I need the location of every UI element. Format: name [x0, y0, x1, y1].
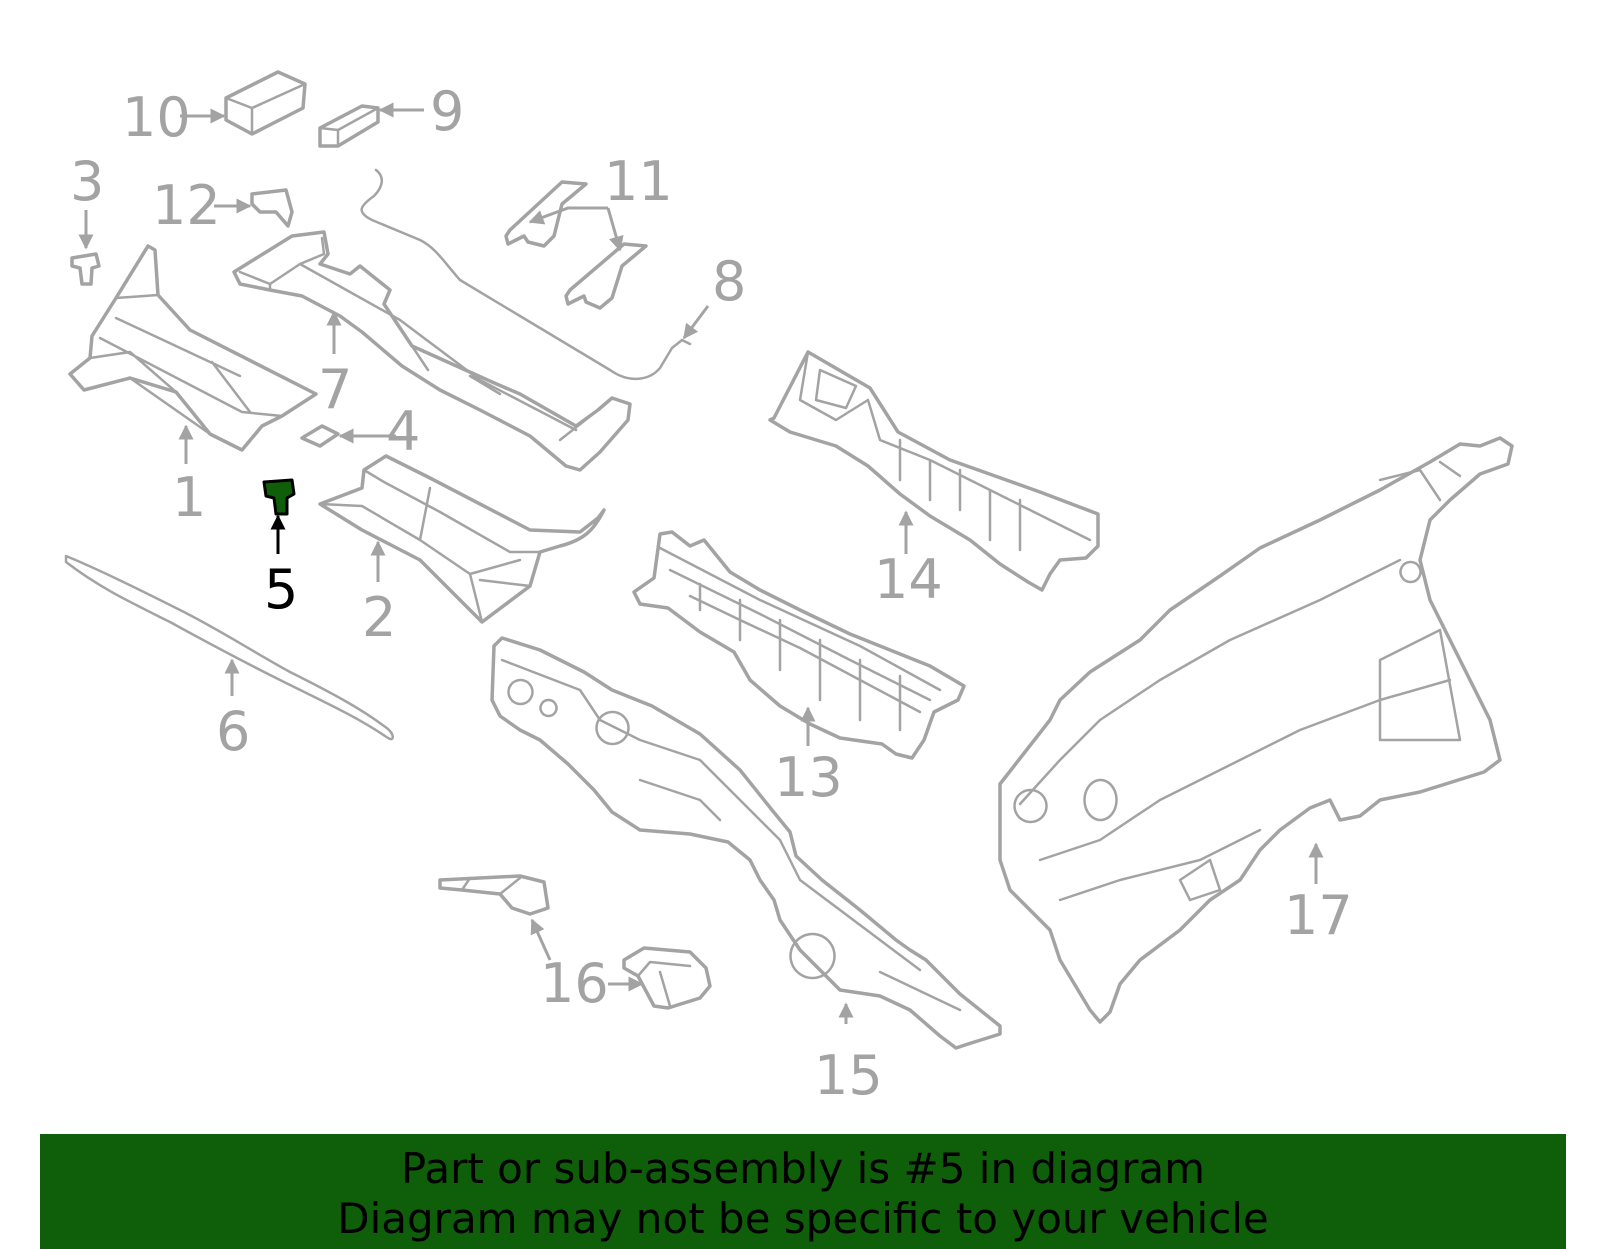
part-7[interactable]: [232, 230, 632, 472]
info-banner: Part or sub-assembly is #5 in diagram Di…: [40, 1134, 1566, 1249]
part-6[interactable]: [64, 554, 394, 741]
part-17[interactable]: [998, 436, 1514, 1024]
part-10[interactable]: [224, 70, 307, 136]
part-11-lower[interactable]: [564, 242, 648, 310]
callout-17[interactable]: 17: [1284, 884, 1353, 947]
callout-14[interactable]: 14: [874, 548, 943, 611]
part-5-highlighted[interactable]: [262, 478, 296, 516]
callout-13[interactable]: 13: [774, 746, 843, 809]
callout-4[interactable]: 4: [386, 400, 420, 463]
part-8[interactable]: [360, 168, 692, 380]
part-12[interactable]: [250, 188, 294, 228]
banner-line-1: Part or sub-assembly is #5 in diagram: [400, 1144, 1206, 1193]
banner-line-2: Diagram may not be specific to your vehi…: [337, 1194, 1269, 1243]
part-16-lower[interactable]: [622, 946, 712, 1010]
part-15[interactable]: [490, 636, 1002, 1050]
part-16-upper[interactable]: [438, 874, 550, 916]
callout-15[interactable]: 15: [814, 1044, 883, 1107]
callout-3[interactable]: 3: [70, 150, 104, 213]
callout-10[interactable]: 10: [122, 86, 191, 149]
part-1[interactable]: [68, 244, 318, 452]
part-14[interactable]: [768, 350, 1100, 592]
callout-1[interactable]: 1: [172, 466, 206, 529]
part-3[interactable]: [70, 252, 101, 286]
callout-16[interactable]: 16: [540, 952, 609, 1015]
leader-lines: [78, 102, 1324, 1024]
callout-7[interactable]: 7: [318, 358, 352, 421]
part-11-upper[interactable]: [504, 180, 588, 248]
callout-5[interactable]: 5: [264, 558, 298, 621]
callout-6[interactable]: 6: [216, 700, 250, 763]
part-2[interactable]: [318, 454, 606, 624]
callout-8[interactable]: 8: [712, 250, 746, 313]
part-13[interactable]: [632, 530, 966, 760]
callout-2[interactable]: 2: [362, 586, 396, 649]
callout-labels: 10 9 3 12 11 8 7 4 1 5 2 6 14 13 16 15 1…: [70, 80, 1353, 1107]
part-9[interactable]: [318, 104, 380, 148]
callout-9[interactable]: 9: [430, 80, 464, 143]
callout-11[interactable]: 11: [604, 150, 673, 213]
callout-12[interactable]: 12: [152, 174, 221, 237]
part-4[interactable]: [300, 424, 340, 448]
